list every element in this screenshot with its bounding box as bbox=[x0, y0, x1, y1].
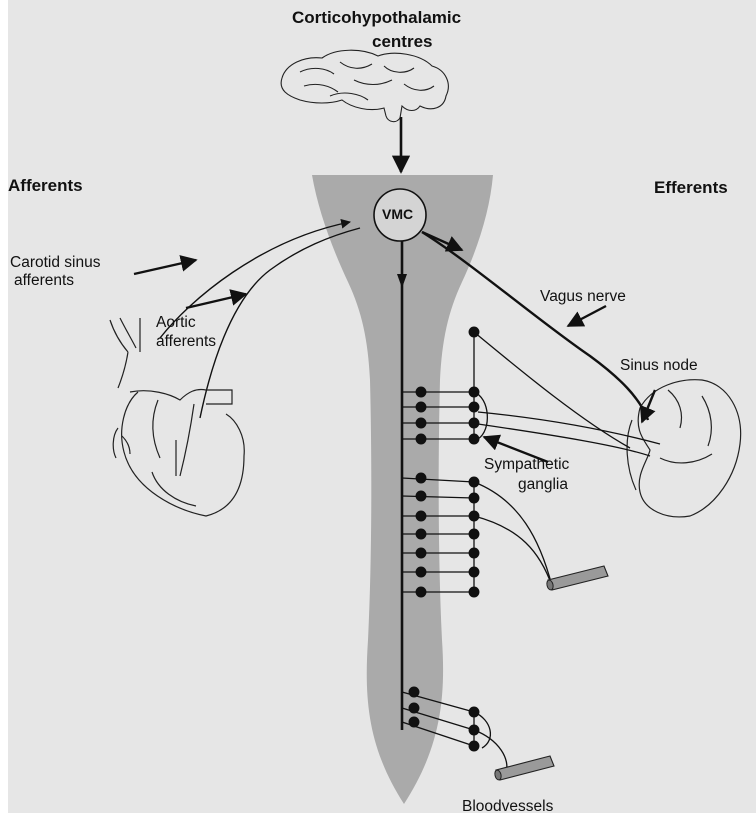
efferents-heading: Efferents bbox=[654, 178, 728, 198]
aortic-label-line-2: afferents bbox=[156, 333, 216, 351]
aortic-label-line-1: Aortic bbox=[156, 314, 196, 332]
carotid-label-line-1: Carotid sinus bbox=[10, 254, 100, 272]
sinus-node-label: Sinus node bbox=[620, 357, 698, 375]
vagus-nerve-label: Vagus nerve bbox=[540, 288, 626, 306]
carotid-label-line-2: afferents bbox=[14, 272, 74, 290]
sympathetic-label-line-2: ganglia bbox=[518, 476, 568, 494]
title-line-1: Corticohypothalamic bbox=[292, 8, 461, 28]
bloodvessels-label: Bloodvessels bbox=[462, 798, 553, 813]
title-line-2: centres bbox=[372, 32, 432, 52]
vmc-label: VMC bbox=[382, 206, 413, 222]
sympathetic-label-line-1: Sympathetic bbox=[484, 456, 569, 474]
afferents-heading: Afferents bbox=[8, 176, 83, 196]
